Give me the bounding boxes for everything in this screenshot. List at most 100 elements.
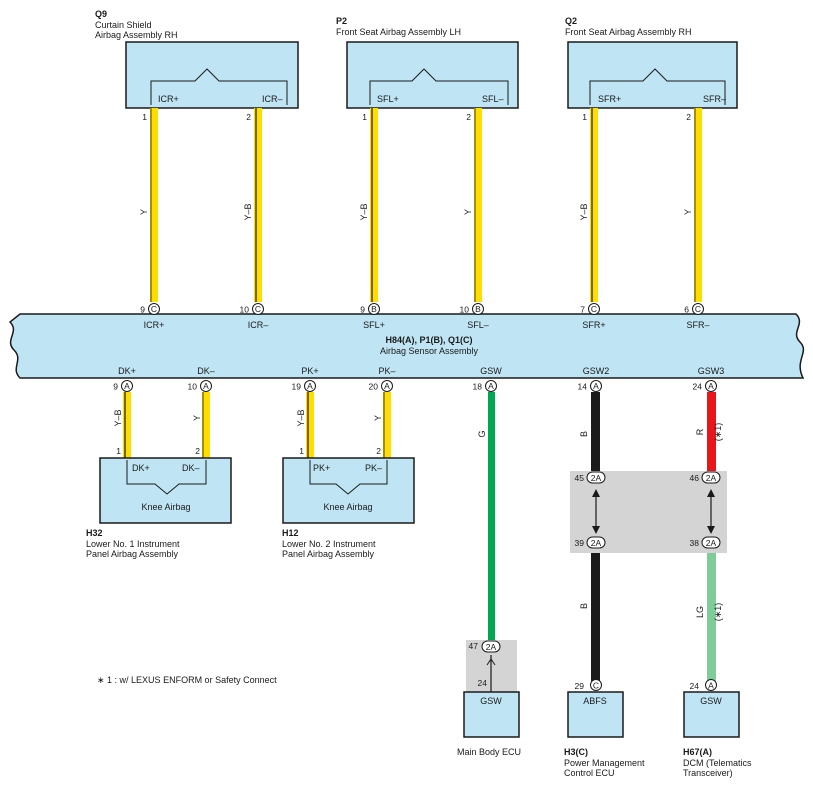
connector-letter: B bbox=[371, 304, 377, 314]
h32-term-pos: DK+ bbox=[132, 463, 150, 473]
main-body-label: GSW bbox=[480, 696, 502, 706]
connector-circle bbox=[121, 380, 133, 392]
terminal-pin: 7 bbox=[580, 305, 585, 315]
connector-letter: C bbox=[695, 304, 701, 314]
wire-label-dk-neg: Y bbox=[192, 415, 202, 421]
h67-component-box[interactable] bbox=[683, 691, 740, 738]
connector-letter: A bbox=[203, 381, 209, 391]
h67-pin: 24 bbox=[690, 681, 700, 691]
h32-title: Knee Airbag bbox=[141, 502, 190, 512]
connector-letter: C bbox=[255, 304, 261, 314]
h67-code: H67(A) bbox=[683, 747, 712, 757]
h32-name-line1: Lower No. 1 Instrument bbox=[86, 539, 180, 549]
j45-pin: 45 bbox=[575, 473, 585, 483]
wire-label-sfl-pos: Y–B bbox=[359, 203, 369, 220]
connector-letter: B bbox=[475, 304, 481, 314]
ecu-name: Airbag Sensor Assembly bbox=[380, 346, 479, 356]
h12-name-line1: Lower No. 2 Instrument bbox=[282, 539, 376, 549]
h32-component-box[interactable] bbox=[99, 457, 232, 524]
q2-name: Front Seat Airbag Assembly RH bbox=[565, 27, 692, 37]
terminal-pin: 10 bbox=[188, 382, 198, 392]
terminal-name: PK+ bbox=[301, 366, 318, 376]
wire-label-gsw3-upper: R bbox=[695, 428, 705, 435]
p2-component-box[interactable] bbox=[346, 41, 519, 109]
p2-pin-pos: 1 bbox=[362, 112, 367, 122]
terminal-pin: 18 bbox=[473, 382, 483, 392]
wire-label-sfr-neg: Y bbox=[683, 209, 693, 215]
svg-text:2A: 2A bbox=[706, 473, 717, 483]
connector-letter: A bbox=[488, 381, 494, 391]
airbag-sensor-assembly[interactable] bbox=[8, 313, 805, 379]
q9-term-pos: ICR+ bbox=[158, 94, 179, 104]
q9-name-line2: Airbag Assembly RH bbox=[95, 30, 178, 40]
gsw3-arrow-up bbox=[707, 489, 715, 497]
svg-text:C: C bbox=[593, 681, 599, 691]
q2-code: Q2 bbox=[565, 16, 577, 26]
connector-letter: A bbox=[593, 381, 599, 391]
wire-label-sfl-neg: Y bbox=[463, 209, 473, 215]
h12-term-pos: PK+ bbox=[313, 463, 330, 473]
main-body-name: Main Body ECU bbox=[457, 747, 521, 757]
gsw2-arrow-up bbox=[592, 489, 600, 497]
svg-text:2A: 2A bbox=[486, 642, 497, 652]
q9-name-line1: Curtain Shield bbox=[95, 20, 152, 30]
h3-pin: 29 bbox=[575, 681, 585, 691]
j47-arrow bbox=[486, 658, 496, 666]
j45-connector: 2A bbox=[586, 471, 606, 484]
j47-pin: 47 bbox=[469, 641, 479, 651]
terminal-name: SFR– bbox=[686, 320, 709, 330]
gsw3-arrow-down bbox=[707, 526, 715, 534]
connector-circle bbox=[692, 303, 704, 315]
terminal-pin: 14 bbox=[578, 382, 588, 392]
h12-component-box[interactable] bbox=[282, 457, 415, 524]
ecu-title: H84(A), P1(B), Q1(C) bbox=[385, 335, 472, 345]
p2-name: Front Seat Airbag Assembly LH bbox=[336, 27, 461, 37]
q2-pin-pos: 1 bbox=[582, 112, 587, 122]
wire-label-gsw3-lower: LG bbox=[695, 606, 705, 618]
h32-term-neg: DK– bbox=[182, 463, 200, 473]
wire-gsw2-lower bbox=[591, 553, 600, 681]
terminal-pin: 10 bbox=[240, 305, 250, 315]
terminal-pin: 10 bbox=[460, 305, 470, 315]
q2-term-neg: SFR– bbox=[703, 94, 726, 104]
connector-circle bbox=[485, 380, 497, 392]
q9-component-box[interactable] bbox=[125, 41, 299, 109]
terminal-name: ICR+ bbox=[144, 320, 165, 330]
connector-circle bbox=[252, 303, 264, 315]
terminal-name: PK– bbox=[378, 366, 395, 376]
q9-pin-pos: 1 bbox=[142, 112, 147, 122]
terminal-pin: 9 bbox=[113, 382, 118, 392]
h12-code: H12 bbox=[282, 528, 299, 538]
svg-text:2A: 2A bbox=[706, 538, 717, 548]
terminal-pin: 6 bbox=[684, 305, 689, 315]
wire-label-sfr-pos: Y–B bbox=[579, 203, 589, 220]
j38-connector: 2A bbox=[701, 536, 721, 549]
wire-label-icr-pos: Y bbox=[139, 209, 149, 215]
h12-title: Knee Airbag bbox=[323, 502, 372, 512]
wire-gsw3-lower bbox=[707, 553, 716, 681]
connector-circle bbox=[472, 303, 484, 315]
h32-pin-neg: 2 bbox=[195, 446, 200, 456]
main-body-pin: 24 bbox=[478, 678, 488, 688]
wire-label-pk-neg: Y bbox=[373, 415, 383, 421]
terminal-name: DK+ bbox=[118, 366, 136, 376]
p2-term-pos: SFL+ bbox=[377, 94, 399, 104]
wire-label-icr-neg: Y–B bbox=[243, 203, 253, 220]
h3-component-box[interactable] bbox=[567, 691, 624, 738]
q9-code: Q9 bbox=[95, 9, 107, 19]
wire-gsw2-upper bbox=[591, 392, 600, 471]
wire-sfl-pos bbox=[370, 108, 378, 302]
terminal-pin: 9 bbox=[140, 305, 145, 315]
connector-circle bbox=[381, 380, 393, 392]
terminal-pin: 20 bbox=[369, 382, 379, 392]
main-body-ecu-box[interactable] bbox=[463, 691, 520, 738]
gsw2-arrow-down bbox=[592, 526, 600, 534]
q2-component-box[interactable] bbox=[567, 41, 738, 109]
wire-pk-pos bbox=[306, 392, 314, 458]
